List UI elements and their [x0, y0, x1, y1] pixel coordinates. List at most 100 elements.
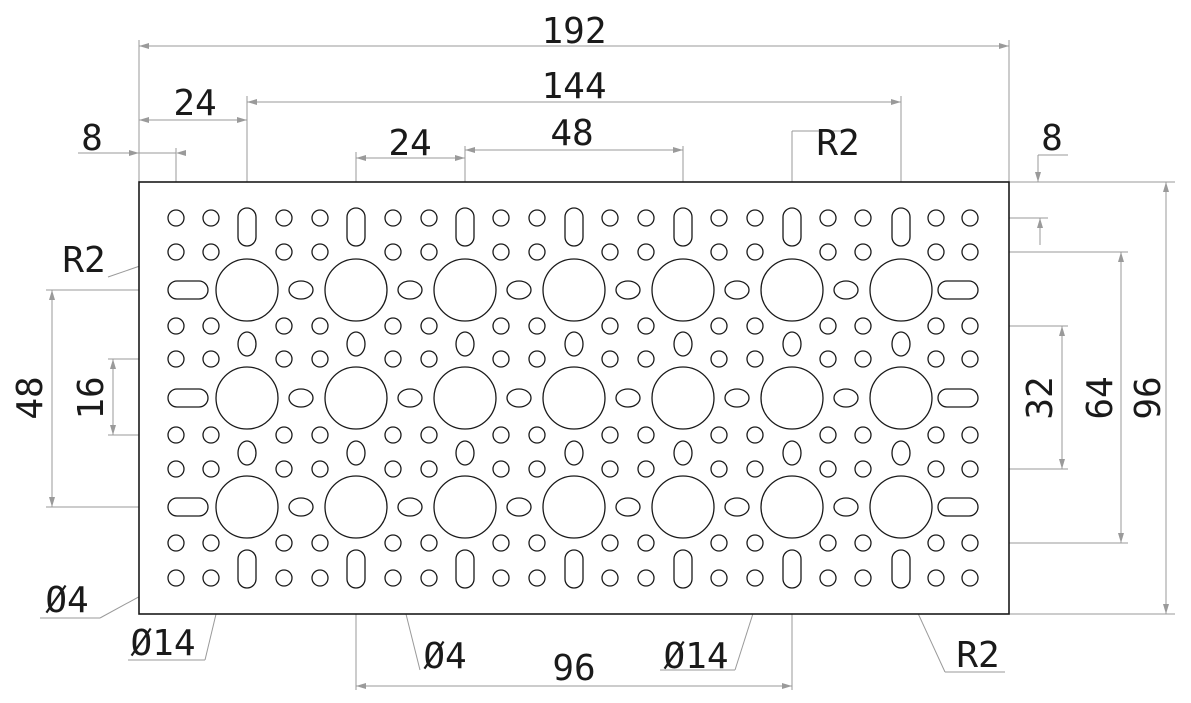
dim-bottom-span: 96	[552, 648, 595, 689]
small-hole-dia4	[492, 243, 510, 261]
small-hole-dia4	[819, 460, 837, 478]
small-hole-dia4	[637, 317, 655, 335]
oval-hole	[833, 497, 859, 517]
large-hole-dia14	[324, 258, 388, 322]
callout-r2-top: R2	[816, 123, 859, 164]
small-hole-dia4	[601, 569, 619, 587]
vertical-slot	[237, 207, 257, 247]
small-hole-dia4	[819, 426, 837, 444]
small-hole-dia4	[710, 569, 728, 587]
large-hole-dia14	[215, 475, 279, 539]
oval-hole	[506, 280, 532, 300]
large-hole-dia14	[651, 366, 715, 430]
small-hole-dia4	[384, 243, 402, 261]
small-hole-dia4	[311, 460, 329, 478]
small-hole-dia4	[961, 209, 979, 227]
callout-r2-left: R2	[62, 240, 105, 281]
oval-hole	[506, 497, 532, 517]
oval-hole	[833, 280, 859, 300]
small-hole-dia4	[710, 209, 728, 227]
large-hole-dia14	[542, 366, 606, 430]
oval-hole	[455, 331, 475, 357]
small-hole-dia4	[420, 243, 438, 261]
small-hole-dia4	[528, 317, 546, 335]
small-hole-dia4	[746, 350, 764, 368]
arrowhead	[455, 155, 465, 161]
small-hole-dia4	[167, 243, 185, 261]
arrowhead	[139, 43, 149, 49]
small-hole-dia4	[492, 426, 510, 444]
arrowhead	[891, 99, 901, 105]
small-hole-dia4	[275, 317, 293, 335]
oval-hole	[237, 331, 257, 357]
small-hole-dia4	[927, 243, 945, 261]
small-hole-dia4	[854, 350, 872, 368]
small-hole-dia4	[275, 426, 293, 444]
small-hole-dia4	[384, 317, 402, 335]
arrowhead	[176, 150, 186, 156]
small-hole-dia4	[819, 569, 837, 587]
small-hole-dia4	[492, 209, 510, 227]
small-hole-dia4	[601, 209, 619, 227]
large-hole-dia14	[324, 366, 388, 430]
large-hole-dia14	[651, 475, 715, 539]
small-hole-dia4	[819, 209, 837, 227]
small-hole-dia4	[927, 317, 945, 335]
oval-hole	[506, 388, 532, 408]
oval-hole	[724, 497, 750, 517]
large-hole-dia14	[433, 475, 497, 539]
large-hole-dia14	[651, 258, 715, 322]
small-hole-dia4	[927, 534, 945, 552]
small-hole-dia4	[202, 350, 220, 368]
small-hole-dia4	[492, 460, 510, 478]
dim-right-32: 32	[1020, 376, 1061, 419]
horizontal-slot	[167, 388, 209, 408]
arrowhead	[356, 683, 366, 689]
small-hole-dia4	[202, 317, 220, 335]
small-hole-dia4	[420, 460, 438, 478]
small-hole-dia4	[601, 317, 619, 335]
small-hole-dia4	[202, 569, 220, 587]
dim-left-slot-offset: 24	[173, 83, 216, 124]
small-hole-dia4	[202, 460, 220, 478]
vertical-slot	[673, 549, 693, 589]
oval-hole	[288, 388, 314, 408]
vertical-slot	[564, 549, 584, 589]
arrowhead	[129, 150, 139, 156]
small-hole-dia4	[311, 569, 329, 587]
oval-hole	[397, 388, 423, 408]
small-hole-dia4	[384, 460, 402, 478]
oval-hole	[891, 331, 911, 357]
small-hole-dia4	[167, 209, 185, 227]
small-hole-dia4	[492, 317, 510, 335]
small-hole-dia4	[927, 569, 945, 587]
arrowhead	[1163, 604, 1169, 614]
vertical-slot	[891, 207, 911, 247]
oval-hole	[455, 440, 475, 466]
arrowhead	[1035, 172, 1041, 182]
large-hole-dia14	[760, 366, 824, 430]
small-hole-dia4	[601, 534, 619, 552]
small-hole-dia4	[710, 317, 728, 335]
small-hole-dia4	[819, 243, 837, 261]
small-hole-dia4	[202, 426, 220, 444]
small-hole-dia4	[819, 534, 837, 552]
small-hole-dia4	[854, 569, 872, 587]
callout-dia14-bottom: Ø14	[663, 636, 728, 677]
small-hole-dia4	[167, 569, 185, 587]
small-hole-dia4	[601, 243, 619, 261]
small-hole-dia4	[746, 209, 764, 227]
small-hole-dia4	[275, 534, 293, 552]
small-hole-dia4	[311, 243, 329, 261]
vertical-slot	[564, 207, 584, 247]
oval-hole	[891, 440, 911, 466]
callout-r2-bottom: R2	[956, 635, 999, 676]
oval-hole	[397, 280, 423, 300]
oval-hole	[615, 497, 641, 517]
oval-hole	[288, 280, 314, 300]
small-hole-dia4	[311, 426, 329, 444]
perforated-plate-outline	[138, 181, 1010, 615]
dim-overall-width: 192	[541, 11, 606, 52]
small-hole-dia4	[601, 460, 619, 478]
small-hole-dia4	[637, 243, 655, 261]
